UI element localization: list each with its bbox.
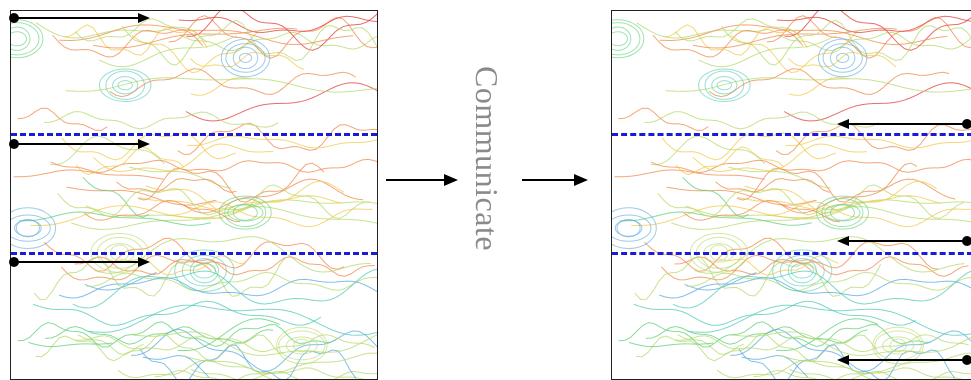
arrow-right-row3 [837,355,971,365]
communicate-connector [386,174,588,186]
contour-map-right [612,11,971,379]
divider-line-bottom-left [11,252,377,255]
arrow-right-row2 [837,236,971,246]
arrow-left-row2 [9,139,150,149]
connector-arrow-1 [386,174,458,186]
arrow-left-row3 [9,257,150,267]
arrow-right-row1 [837,119,971,129]
scan-arrows-right [837,119,971,365]
divider-line-top-right [612,133,971,136]
terrain-panel-after [611,10,971,380]
contour-map-left [11,11,377,379]
divider-line-top-left [11,133,377,136]
communicate-label: Communicate [469,66,505,252]
divider-line-bottom-right [612,252,971,255]
connector-arrow-2 [522,174,588,186]
scan-arrows-left [9,13,150,267]
terrain-panel-before [10,10,378,380]
arrow-left-row1 [9,13,150,23]
